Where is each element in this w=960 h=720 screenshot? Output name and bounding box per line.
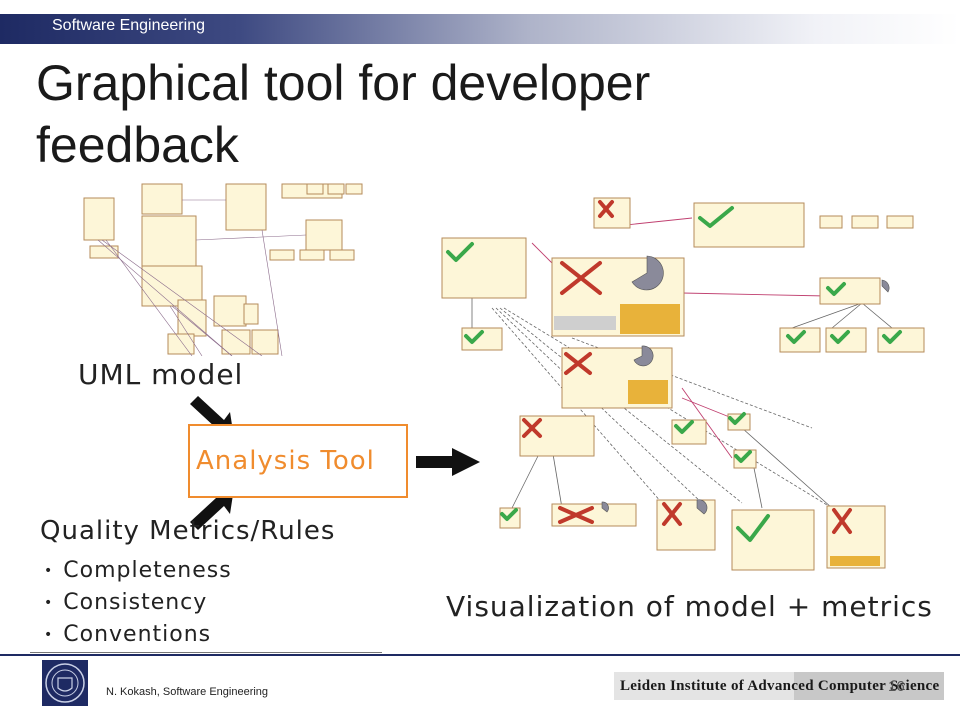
institute-logo-background — [614, 672, 944, 700]
university-seal-icon — [42, 660, 88, 706]
analysis-tool-box — [188, 424, 408, 498]
metric-item-label: Conventions — [63, 622, 212, 647]
metrics-list: •Completeness •Consistency •Conventions — [44, 555, 232, 651]
visualization-label: Visualization of model + metrics — [446, 590, 933, 623]
page-number: 16 — [888, 678, 905, 695]
slide-title-line2: feedback — [36, 117, 239, 173]
analysis-tool-label: Analysis Tool — [196, 446, 375, 476]
arrow-tool-to-visualization — [416, 448, 480, 476]
metric-item: •Conventions — [44, 622, 212, 647]
header-banner — [0, 14, 960, 44]
uml-model-label: UML model — [78, 358, 244, 391]
slide-title-line1: Graphical tool for developer — [36, 55, 651, 111]
footer-divider — [0, 654, 960, 656]
visualization-diagram — [441, 197, 925, 571]
footer-author: N. Kokash, Software Engineering — [106, 686, 269, 698]
metrics-divider — [30, 652, 382, 653]
arrow-metrics-to-tool — [190, 488, 234, 530]
metric-item-label: Consistency — [63, 590, 208, 615]
banner-title: Software Engineering — [52, 17, 205, 34]
metrics-title: Quality Metrics/Rules — [40, 516, 336, 546]
metric-item: •Completeness — [44, 558, 232, 583]
metric-item-label: Completeness — [63, 558, 232, 583]
metric-item: •Consistency — [44, 590, 208, 615]
uml-model-diagram — [83, 183, 363, 356]
institute-name: Leiden Institute of Advanced Computer Sc… — [620, 678, 940, 694]
slide-title: Graphical tool for developer feedback — [36, 52, 836, 176]
